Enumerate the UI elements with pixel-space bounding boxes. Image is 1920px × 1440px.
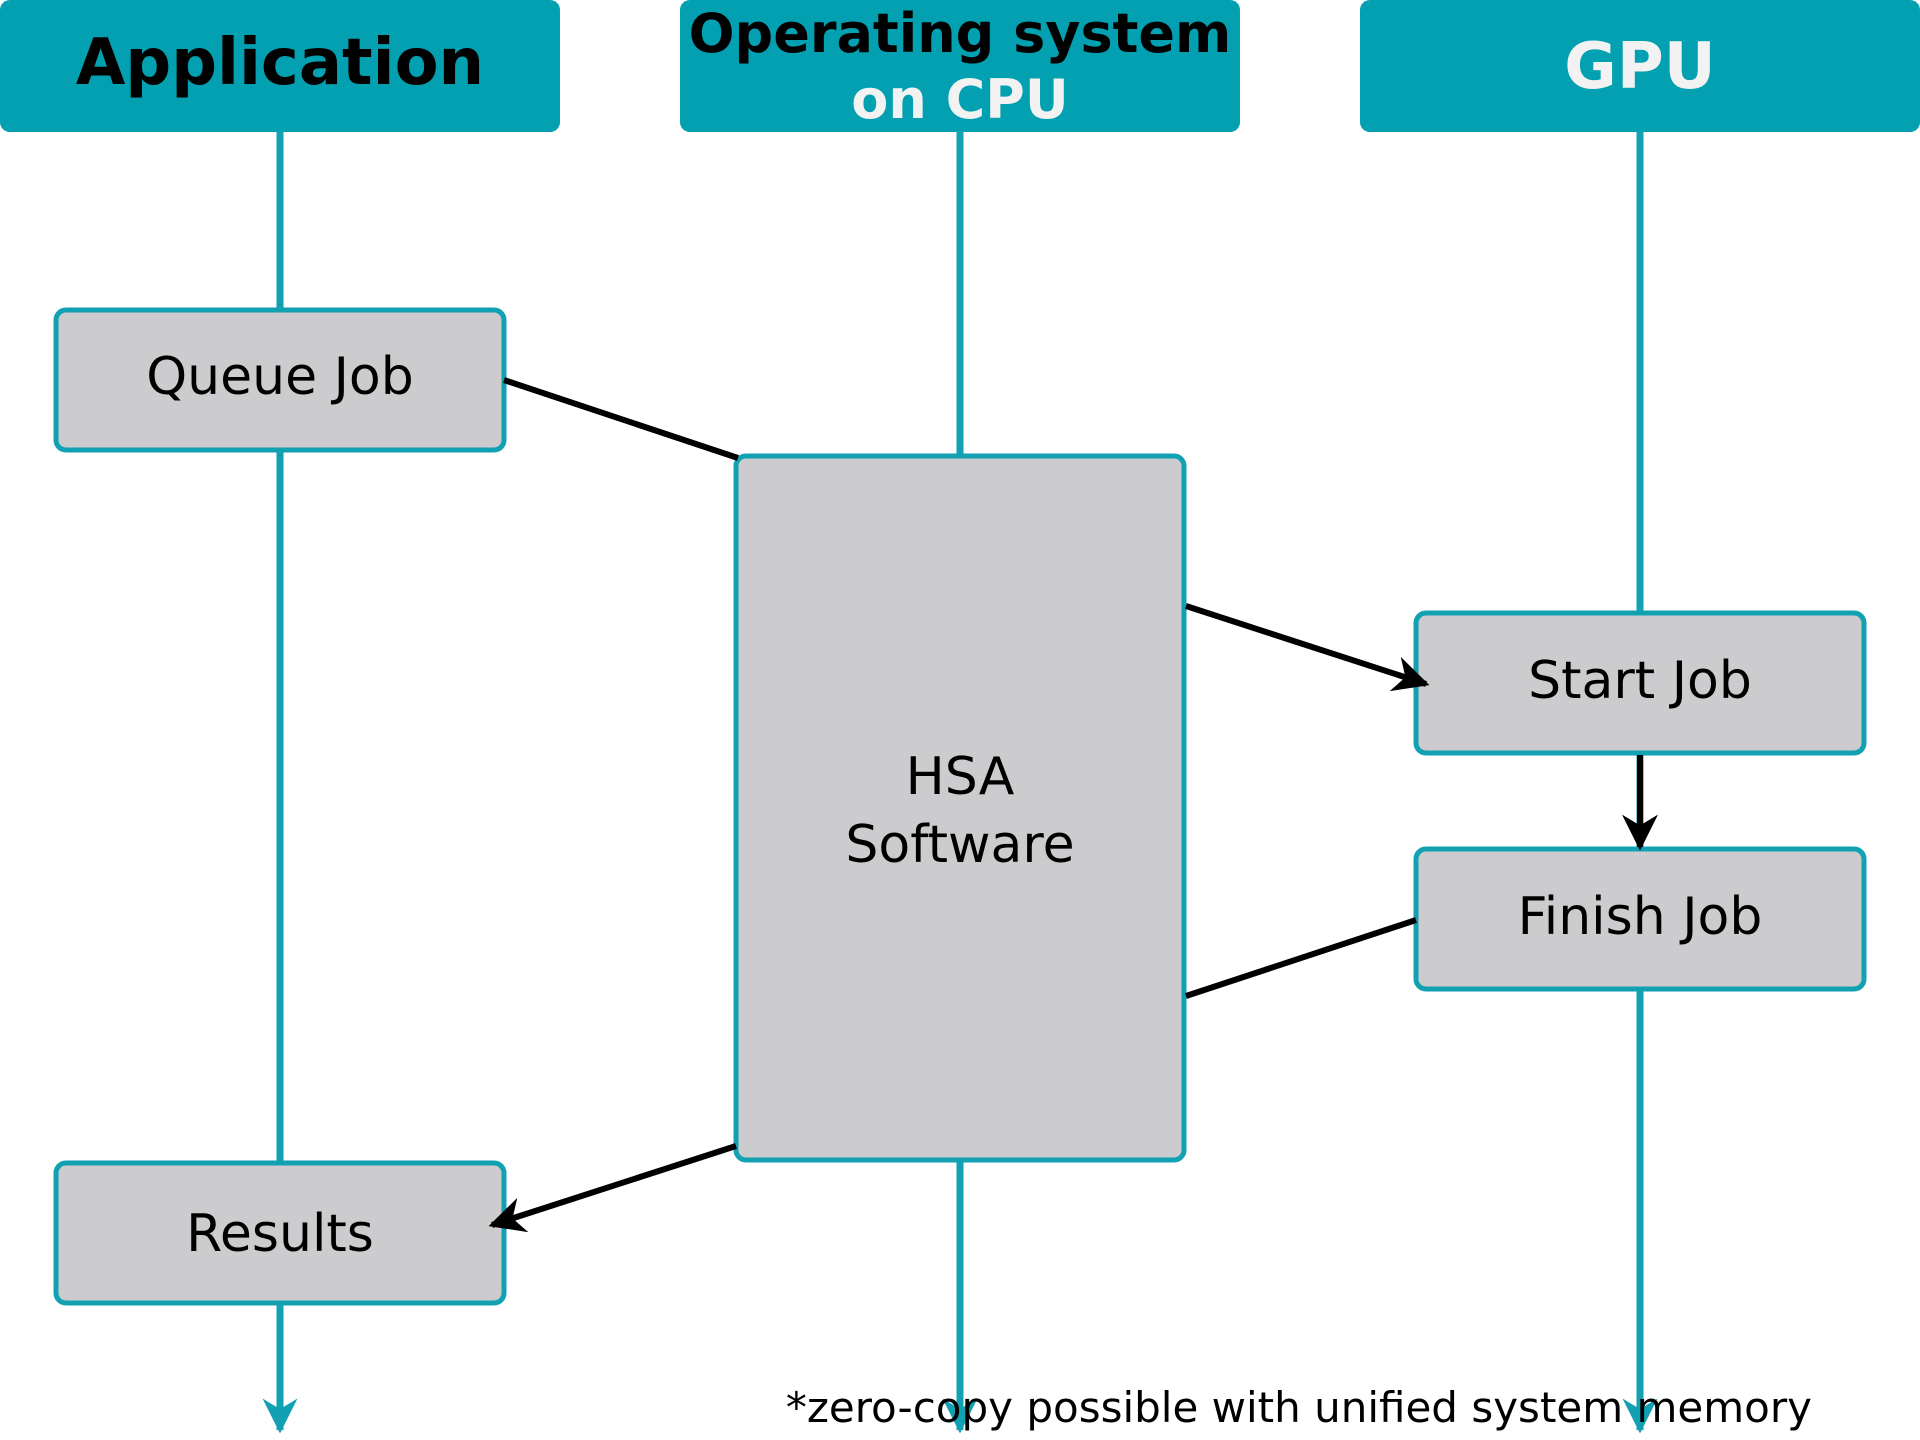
start-job-label: Start Job <box>1528 651 1752 711</box>
finish-job-label: Finish Job <box>1518 887 1763 947</box>
arrow-hsa-to-start-job <box>1185 603 1430 692</box>
lane-title-application: Application <box>76 26 484 100</box>
hsa-label-line2: Software <box>845 815 1074 875</box>
lane-header-application: Application <box>0 0 560 132</box>
queue-job-box: Queue Job <box>53 307 507 453</box>
results-box: Results <box>53 1160 507 1306</box>
arrow-hsa-to-results <box>488 1143 737 1233</box>
connector-finish-to-hsa <box>1185 917 1417 999</box>
connector-queue-to-hsa <box>503 377 739 461</box>
lane-title-os-line1: Operating system <box>689 2 1232 65</box>
lane-title-gpu: GPU <box>1564 30 1715 104</box>
hsa-software-box: HSA Software <box>733 453 1187 1163</box>
queue-job-label: Queue Job <box>146 347 414 407</box>
footnote-zero-copy: *zero-copy possible with unified system … <box>786 1383 1812 1432</box>
lane-title-os-line2: on CPU <box>851 68 1068 131</box>
lane-header-gpu: GPU <box>1360 0 1920 132</box>
results-label: Results <box>186 1204 374 1264</box>
start-job-box: Start Job <box>1413 610 1867 756</box>
lane-header-os: Operating system on CPU <box>680 0 1240 132</box>
finish-job-box: Finish Job <box>1413 846 1867 992</box>
hsa-label-line1: HSA <box>906 747 1015 807</box>
